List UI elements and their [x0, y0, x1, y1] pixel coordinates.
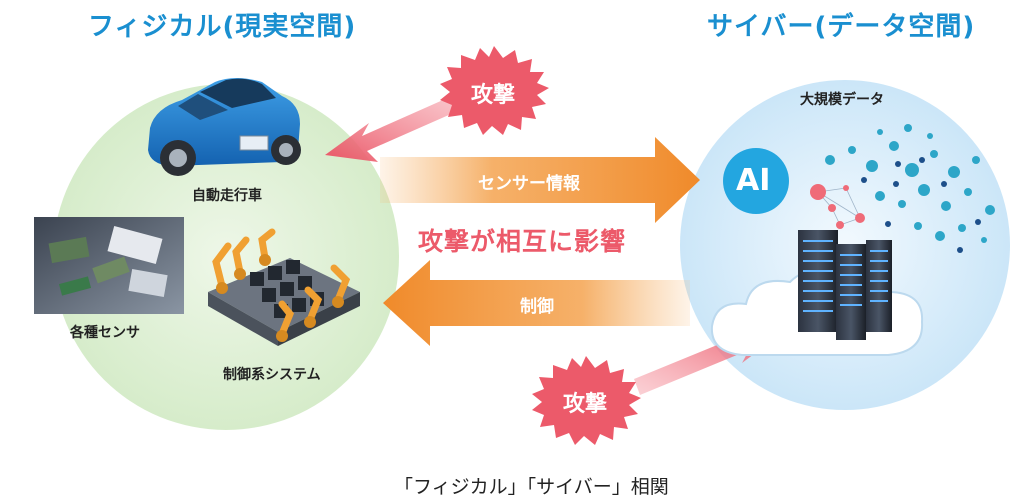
- mutual-impact-text: 攻撃が相互に影響: [418, 227, 627, 256]
- car-label: 自動走行車: [192, 188, 262, 204]
- control-arrow: [383, 260, 690, 346]
- sensor-info-arrow: [380, 137, 700, 223]
- attack-arrow-physical: [325, 88, 476, 162]
- big-data-label: 大規模データ: [800, 92, 884, 108]
- physical-space-circle: [53, 84, 399, 430]
- autonomous-car-illustration: [148, 78, 301, 176]
- attack-burst-bottom: [532, 356, 641, 445]
- robot-control-system-illustration: [208, 228, 360, 346]
- ai-badge-circle: [723, 148, 789, 214]
- server-racks-illustration: [798, 230, 892, 340]
- attack-label-top: 攻撃: [471, 83, 516, 108]
- sensors-label: 各種センサ: [70, 325, 140, 341]
- control-system-label: 制御系システム: [223, 367, 321, 383]
- sensors-photo: [34, 217, 184, 314]
- attack-label-bottom: 攻撃: [563, 392, 608, 417]
- physical-space-title: フィジカル(現実空間): [88, 12, 357, 42]
- diagram-caption: 「フィジカル」「サイバー」相関: [394, 476, 669, 498]
- big-data-network: [810, 124, 995, 253]
- ai-label: AI: [736, 163, 771, 198]
- attack-burst-top: [440, 46, 549, 135]
- sensor-info-label: センサー情報: [478, 174, 580, 194]
- control-label: 制御: [520, 297, 554, 317]
- cyber-space-title: サイバー(データ空間): [707, 12, 976, 42]
